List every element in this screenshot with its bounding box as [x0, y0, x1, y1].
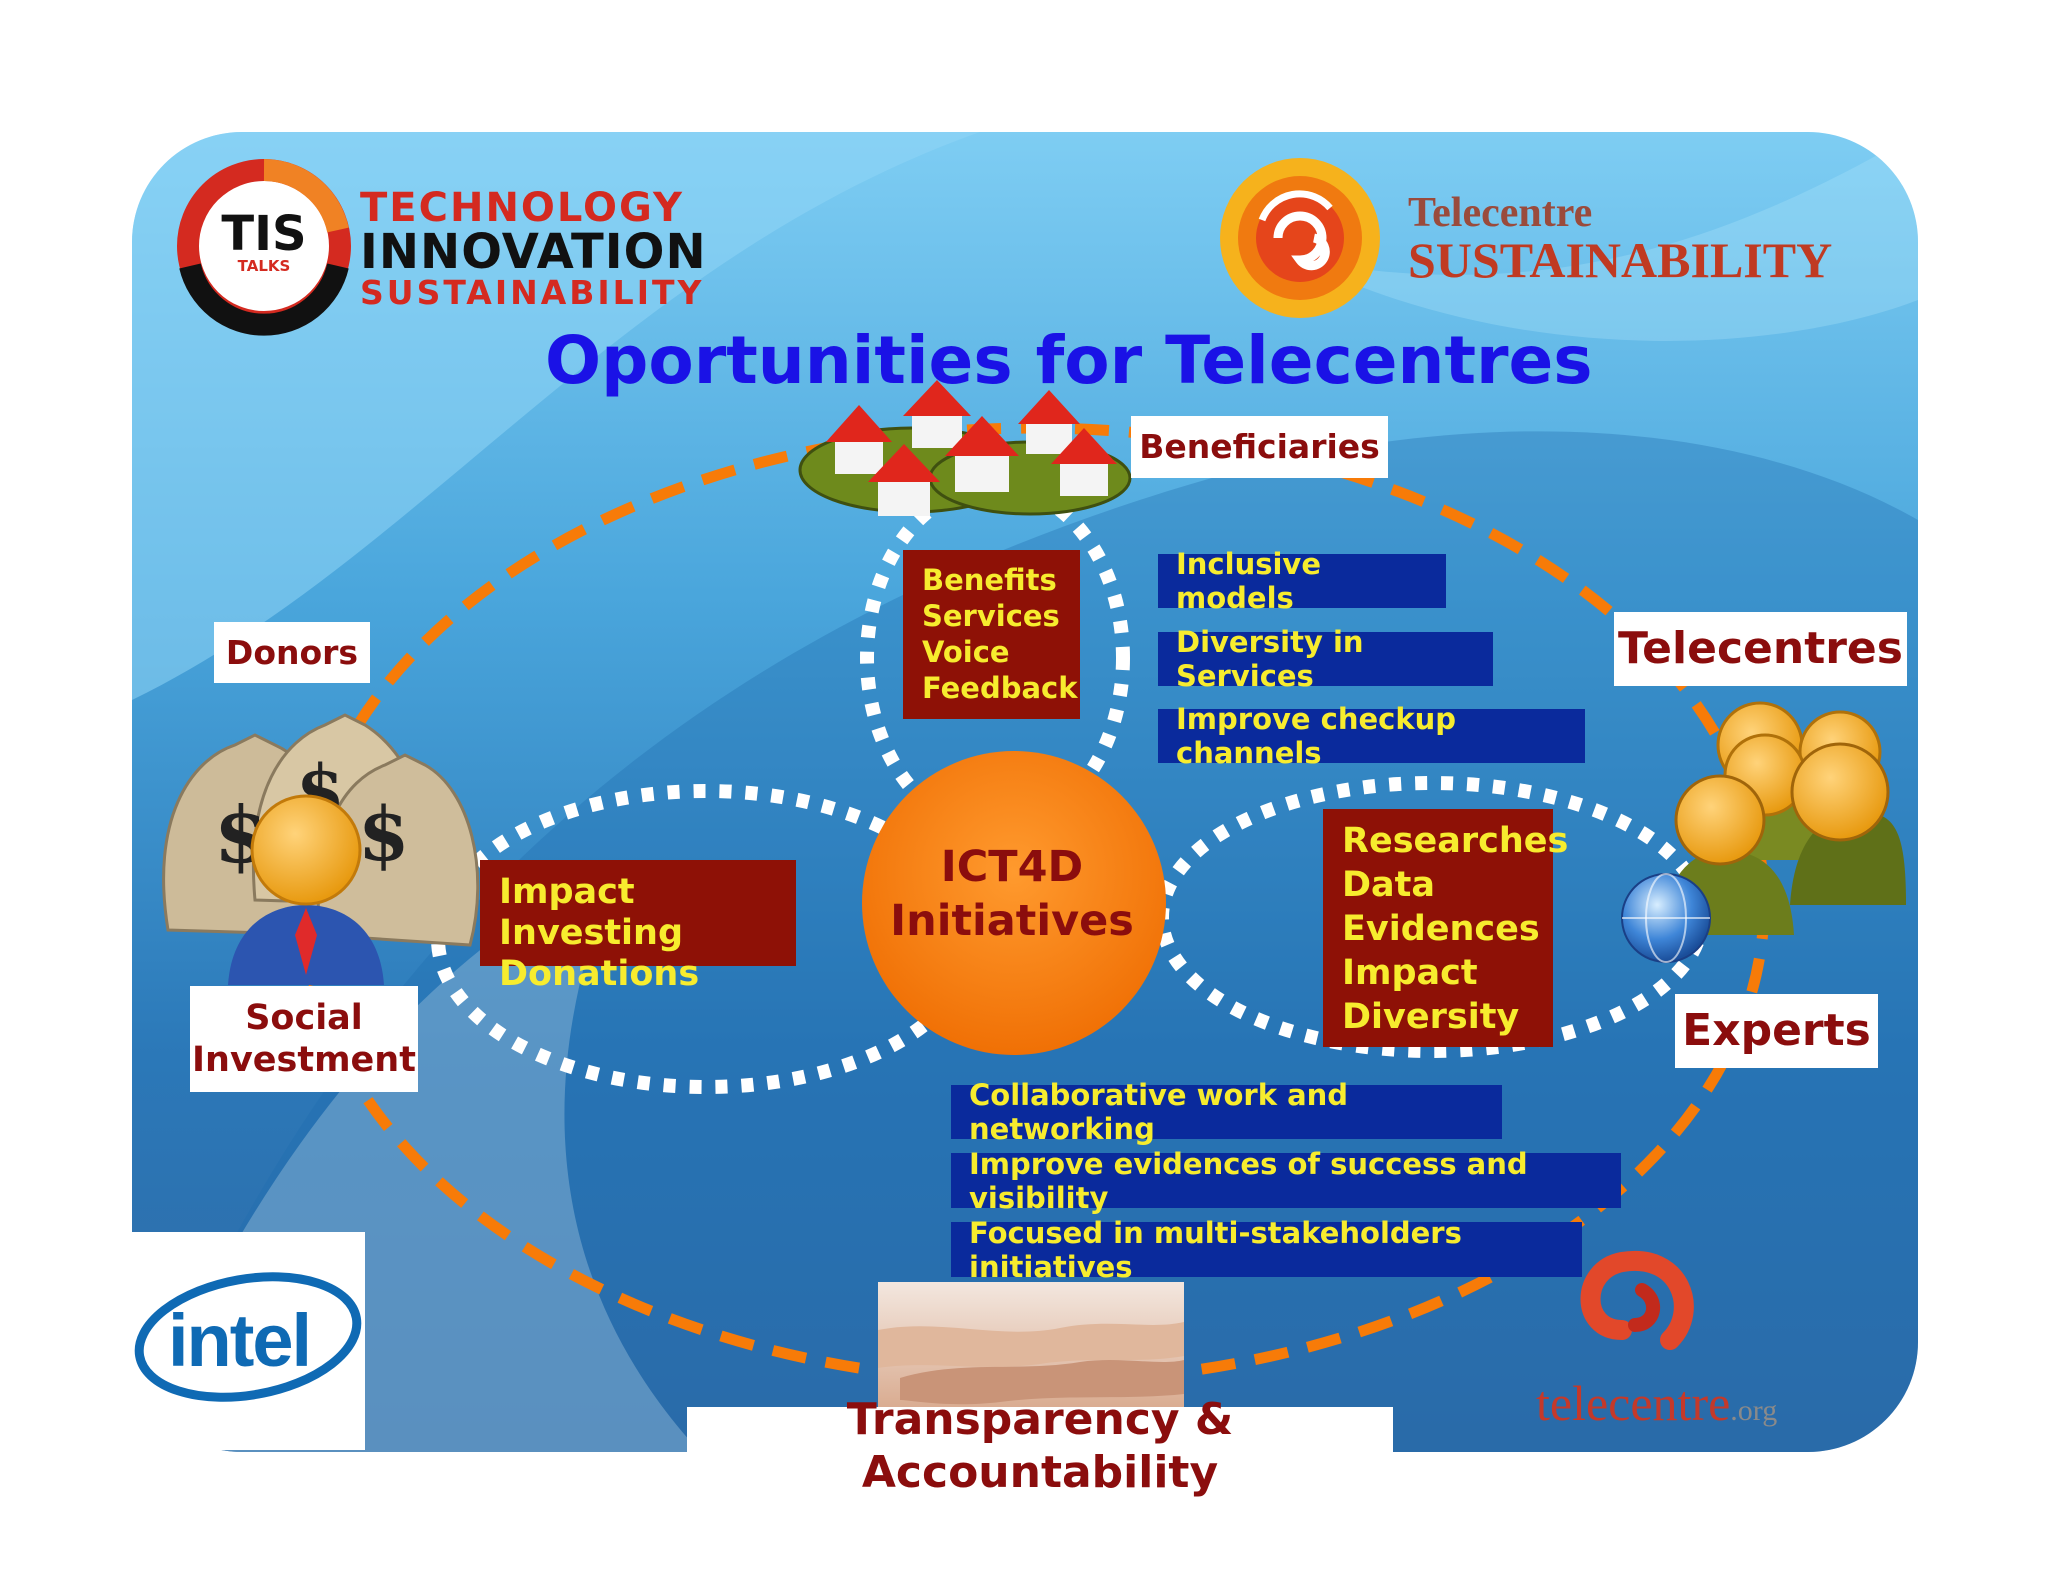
beneficiary-item: Voice	[922, 635, 1010, 669]
telecentre-org-logo-icon	[1580, 1250, 1694, 1350]
social-investment-line1: Social	[245, 998, 363, 1038]
tis-badge-sub: TALKS	[237, 257, 291, 275]
intel-logo-text: intel	[168, 1299, 312, 1382]
experts-label: Experts	[1675, 994, 1878, 1068]
tis-logo-icon	[177, 159, 351, 336]
beneficiary-item: Services	[922, 599, 1060, 633]
tis-line-innovation: INNOVATION	[360, 224, 707, 280]
expert-item: Impact	[1342, 953, 1478, 993]
ts-line-telecentre: Telecentre	[1408, 190, 1593, 236]
tis-line-technology: TECHNOLOGY	[360, 185, 684, 231]
ict4d-line2: Initiatives	[890, 896, 1134, 946]
tis-wordmark: TECHNOLOGY INNOVATION SUSTAINABILITY	[360, 188, 707, 309]
beneficiary-item: Feedback	[922, 671, 1078, 705]
ict4d-label: ICT4D Initiatives	[866, 840, 1158, 948]
opportunity-evidences-success: Improve evidences of success and visibil…	[951, 1147, 1621, 1215]
page-title: Oportunities for Telecentres	[545, 322, 1593, 399]
expert-research-box: Researches Data Evidences Impact Diversi…	[1323, 809, 1569, 1047]
donor-money-bags-icon: $ $ $	[162, 713, 480, 985]
expert-item: Evidences	[1342, 909, 1540, 949]
ict4d-circle	[862, 751, 1166, 1055]
svg-text:$: $	[358, 792, 410, 878]
expert-item: Data	[1342, 865, 1436, 905]
opportunity-multi-stakeholders: Focused in multi-stakeholders initiative…	[951, 1216, 1582, 1284]
beneficiary-benefits-box: Benefits Services Voice Feedback	[903, 550, 1080, 719]
telecentres-label: Telecentres	[1614, 612, 1907, 686]
telecentre-sustainability-wordmark: Telecentre SUSTAINABILITY	[1408, 192, 1832, 286]
expert-item: Diversity	[1342, 997, 1520, 1037]
transparency-label: Transparency & Accountability	[687, 1394, 1393, 1498]
opportunity-checkup-channels: Improve checkup channels	[1158, 702, 1585, 770]
telecentre-people-icon	[1621, 701, 1906, 963]
social-investment-line2: Investment	[192, 1040, 416, 1080]
telecentre-org-suffix: .org	[1730, 1394, 1778, 1427]
ict4d-line1: ICT4D	[940, 842, 1084, 892]
expert-item: Researches	[1342, 821, 1569, 861]
tis-badge: TIS TALKS	[214, 210, 314, 274]
donor-item: Donations	[499, 954, 700, 994]
telecentre-sustainability-logo-icon	[1220, 158, 1380, 318]
telecentre-org-main: telecentre	[1536, 1375, 1731, 1431]
opportunity-diversity-services: Diversity in Services	[1158, 625, 1493, 693]
hands-image	[878, 1282, 1184, 1414]
opportunity-inclusive-models: Inclusive models	[1158, 547, 1446, 615]
beneficiary-item: Benefits	[922, 563, 1057, 597]
tis-line-sustainability: SUSTAINABILITY	[360, 273, 705, 312]
tis-badge-text: TIS	[221, 206, 307, 262]
ts-line-sustainability: SUSTAINABILITY	[1408, 232, 1833, 288]
donor-funding-box: Impact Investing Donations	[480, 860, 796, 994]
opportunity-collaborative-work: Collaborative work and networking	[951, 1078, 1502, 1146]
beneficiaries-label: Beneficiaries	[1131, 416, 1388, 478]
houses-icon	[798, 380, 1132, 516]
donor-item: Impact Investing	[499, 872, 684, 953]
donors-label: Donors	[214, 622, 370, 683]
social-investment-label: Social Investment	[190, 986, 418, 1092]
telecentre-org-wordmark: telecentre.org	[1536, 1374, 1777, 1432]
